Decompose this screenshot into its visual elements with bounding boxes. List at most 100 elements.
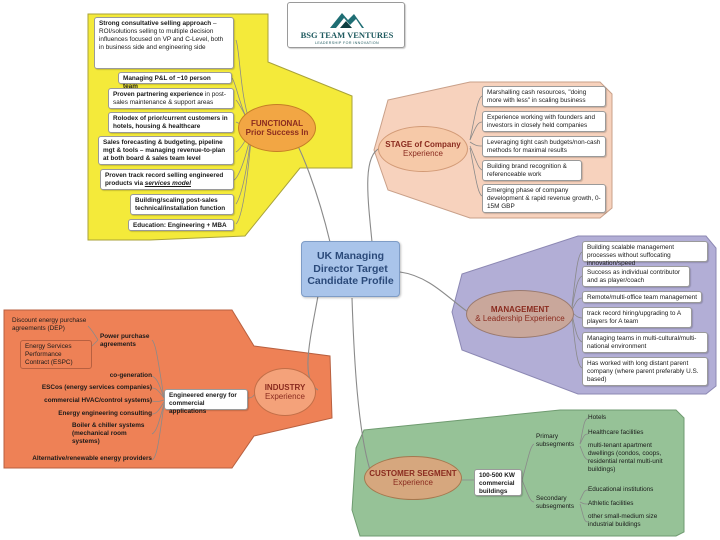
industry-espc-text: Energy Services Performance Contract (ES…	[25, 343, 73, 366]
management-item-text: track record hiring/upgrading to A playe…	[587, 310, 681, 325]
stage-item-text: Emerging phase of company development & …	[487, 187, 601, 210]
management-item[interactable]: Managing teams in multi-cultural/multi-n…	[582, 332, 708, 353]
center-title-line2: Director Target	[313, 262, 388, 275]
customer-secondary-text: Secondary subsegments	[536, 495, 575, 510]
stage-item[interactable]: Emerging phase of company development & …	[482, 184, 606, 213]
logo-name: BSG TEAM VENTURES	[300, 30, 394, 40]
management-item[interactable]: Building scalable management processes w…	[582, 241, 708, 267]
industry-boiler-text: Boiler & chiller systems (mechanical roo…	[72, 422, 145, 445]
management-hub-line1: MANAGEMENT	[490, 304, 550, 314]
functional-item[interactable]: Sales forecasting & budgeting, pipeline …	[98, 136, 234, 165]
functional-item-text: Building/scaling post-sales technical/in…	[135, 197, 226, 212]
functional-item-text: Proven track record selling engineered p…	[105, 172, 224, 187]
industry-power-purchase: Power purchase agreements	[100, 333, 160, 349]
functional-item[interactable]: Proven partnering experience in post-sal…	[108, 88, 234, 109]
functional-item-text: Managing P&L of ~10 person team	[123, 75, 211, 90]
industry-hub-line2: Experience	[264, 392, 306, 401]
industry-engineered[interactable]: Engineered energy for commercial applica…	[164, 389, 248, 415]
customer-primary-text: Primary subsegments	[536, 433, 575, 448]
customer-educational-text: Educational institutions	[588, 486, 654, 493]
functional-item-text: Sales forecasting & budgeting, pipeline …	[103, 139, 226, 162]
industry-hvac-text: commercial HVAC/control systems)	[44, 397, 152, 404]
customer-hotels-text: Hotels	[588, 414, 607, 421]
customer-primary: Primary subsegments	[536, 433, 582, 449]
customer-educational: Educational institutions	[588, 486, 676, 494]
customer-hub-line2: Experience	[392, 478, 434, 487]
logo-tagline: LEADERSHIP FOR INNOVATION	[314, 41, 380, 45]
industry-alternative-text: Alternative/renewable energy providers	[32, 455, 152, 462]
industry-hub[interactable]: INDUSTRY Experience	[254, 368, 316, 416]
customer-kw-text: 100-500 KW commercial buildings	[479, 472, 515, 495]
services-model-link[interactable]: services model	[144, 180, 191, 187]
management-item-text: Remote/multi-office team management	[587, 294, 697, 301]
customer-hub[interactable]: CUSTOMER SEGMENT Experience	[364, 456, 462, 500]
stage-hub-line1: STAGE of Company	[385, 139, 461, 149]
industry-dep: Discount energy purchase agreements (DEP…	[12, 317, 102, 333]
management-item[interactable]: track record hiring/upgrading to A playe…	[582, 307, 692, 328]
functional-item-text: Rolodex of prior/current customers in ho…	[113, 115, 228, 130]
customer-kw[interactable]: 100-500 KW commercial buildings	[474, 469, 522, 496]
functional-item-text: Education: Engineering + MBA	[133, 222, 227, 229]
management-hub[interactable]: MANAGEMENT & Leadership Experience	[466, 290, 574, 338]
industry-engineered-text: Engineered energy for commercial applica…	[169, 392, 237, 415]
customer-other-small: other small-medium size industrial build…	[588, 513, 676, 529]
industry-escos-text: ESCos (energy services companies)	[41, 384, 152, 391]
industry-consulting-text: Energy engineering consulting	[58, 410, 152, 417]
stage-item[interactable]: Leveraging tight cash budgets/non-cash m…	[482, 136, 606, 157]
functional-hub-line2: Prior Success In	[245, 128, 309, 137]
management-item-text: Success as individual contributor and as…	[587, 269, 681, 284]
industry-consulting: Energy engineering consulting	[40, 410, 152, 418]
functional-item[interactable]: Education: Engineering + MBA	[128, 219, 234, 231]
functional-hub[interactable]: FUNCTIONAL Prior Success In	[238, 104, 316, 152]
stage-item[interactable]: Marshalling cash resources, "doing more …	[482, 86, 606, 107]
functional-item-text: – ROI/solutions selling to multiple deci…	[99, 20, 224, 51]
management-item-text: Has worked with long distant parent comp…	[587, 360, 699, 383]
industry-boiler: Boiler & chiller systems (mechanical roo…	[72, 422, 152, 446]
customer-secondary: Secondary subsegments	[536, 495, 582, 511]
customer-hub-line1: CUSTOMER SEGMENT	[369, 468, 457, 478]
customer-athletic: Athletic facilities	[588, 500, 676, 508]
management-item[interactable]: Has worked with long distant parent comp…	[582, 357, 708, 386]
stage-item-text: Leveraging tight cash budgets/non-cash m…	[487, 139, 601, 154]
stage-item[interactable]: Building brand recognition & referenceab…	[482, 160, 582, 181]
center-node[interactable]: UK Managing Director Target Candidate Pr…	[301, 241, 400, 297]
functional-item[interactable]: Managing P&L of ~10 person team	[118, 72, 232, 90]
industry-escos: ESCos (energy services companies)	[36, 384, 152, 392]
management-hub-line2: & Leadership Experience	[475, 314, 565, 323]
industry-alternative: Alternative/renewable energy providers	[30, 455, 152, 463]
company-logo: BSG TEAM VENTURES LEADERSHIP FOR INNOVAT…	[287, 2, 405, 48]
management-item-text: Managing teams in multi-cultural/multi-n…	[587, 335, 697, 350]
customer-hotels: Hotels	[588, 414, 668, 422]
management-item[interactable]: Remote/multi-office team management	[582, 291, 702, 303]
functional-item[interactable]: Strong consultative selling approach – R…	[94, 17, 234, 69]
customer-athletic-text: Athletic facilities	[588, 500, 634, 507]
center-title-line1: UK Managing	[316, 250, 385, 263]
customer-healthcare: Healthcare facilities	[588, 429, 668, 437]
functional-item[interactable]: Rolodex of prior/current customers in ho…	[108, 112, 234, 133]
functional-item-bold: Strong consultative selling approach	[99, 20, 212, 27]
industry-dep-text: Discount energy purchase agreements (DEP…	[12, 317, 87, 332]
customer-multitenant: multi-tenant apartment dwellings (condos…	[588, 442, 676, 474]
management-item[interactable]: Success as individual contributor and as…	[582, 266, 690, 287]
functional-item-bold: Proven partnering experience	[113, 91, 204, 98]
industry-espc[interactable]: Energy Services Performance Contract (ES…	[20, 340, 92, 369]
customer-healthcare-text: Healthcare facilities	[588, 429, 644, 436]
stage-item-text: Building brand recognition & referenceab…	[487, 163, 567, 178]
customer-multitenant-text: multi-tenant apartment dwellings (condos…	[588, 442, 663, 473]
stage-item-text: Marshalling cash resources, "doing more …	[487, 89, 587, 104]
industry-hvac: commercial HVAC/control systems)	[36, 397, 152, 405]
stage-item-text: Experience working with founders and inv…	[487, 114, 595, 129]
functional-item-text: in post-sales maintenance & support area…	[113, 91, 226, 106]
stage-hub[interactable]: STAGE of Company Experience	[378, 126, 468, 172]
stage-item[interactable]: Experience working with founders and inv…	[482, 111, 606, 132]
stage-hub-line2: Experience	[402, 149, 444, 158]
industry-cogeneration: co-generation	[108, 372, 152, 380]
industry-hub-line1: INDUSTRY	[264, 382, 306, 392]
industry-power-purchase-text: Power purchase agreements	[100, 333, 150, 348]
functional-hub-line1: FUNCTIONAL	[251, 118, 303, 128]
industry-cogeneration-text: co-generation	[109, 372, 152, 379]
functional-item[interactable]: Building/scaling post-sales technical/in…	[130, 194, 234, 215]
logo-mountain-icon	[330, 13, 364, 28]
center-title-line3: Candidate Profile	[307, 275, 394, 288]
functional-item[interactable]: Proven track record selling engineered p…	[100, 169, 234, 190]
